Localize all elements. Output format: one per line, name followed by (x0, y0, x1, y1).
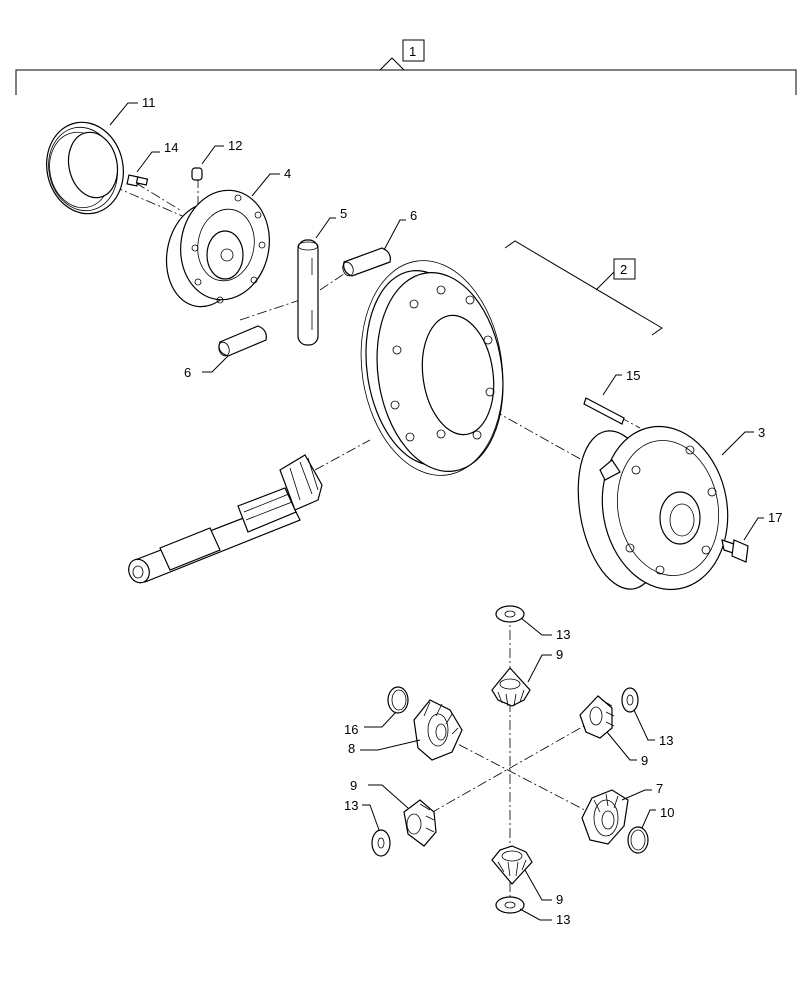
callout-6-lower: 6 (184, 365, 191, 380)
dowel-pin (191, 167, 203, 181)
side-gear-right (581, 789, 629, 845)
spring-pin (583, 397, 625, 425)
callout-13-top: 13 (556, 627, 570, 642)
callout-4: 4 (284, 166, 291, 181)
pinion-gear-bottom (491, 845, 533, 885)
assembly-bracket: 1 (15, 39, 797, 95)
callout-13-right: 13 (659, 733, 673, 748)
callout-2: 2 (620, 262, 627, 277)
pinion-gear-right (579, 695, 615, 739)
callout-6-upper: 6 (410, 208, 417, 223)
callout-5: 5 (340, 206, 347, 221)
pinion-gear-left (403, 799, 437, 847)
short-shaft-lower (218, 325, 267, 357)
callout-13-bottom: 13 (556, 912, 570, 927)
callout-9-top: 9 (556, 647, 563, 662)
callout-1: 1 (409, 44, 416, 59)
case-half (165, 189, 270, 308)
callout-10: 10 (660, 805, 674, 820)
thrust-washer-bottom (495, 896, 525, 914)
callout-9-bottom: 9 (556, 892, 563, 907)
ring-gear (360, 260, 504, 476)
side-gear-washer (387, 686, 409, 714)
side-gear-washer-right (627, 826, 649, 854)
subassembly-bracket: 2 (504, 240, 663, 336)
case-bolt (721, 539, 749, 563)
bolt-small (126, 174, 149, 187)
callout-14: 14 (164, 140, 178, 155)
pinion-shaft (128, 454, 323, 584)
seal-ring (46, 121, 124, 215)
thrust-washer-right (621, 687, 639, 713)
callout-8: 8 (348, 741, 355, 756)
thrust-washer-left (371, 829, 391, 857)
callout-7: 7 (656, 781, 663, 796)
short-shaft-upper (342, 247, 391, 277)
callout-9-left: 9 (350, 778, 357, 793)
callout-15: 15 (626, 368, 640, 383)
cross-shaft (297, 239, 319, 346)
callout-11: 11 (142, 95, 156, 110)
callout-13-left: 13 (344, 798, 358, 813)
callout-17: 17 (768, 510, 782, 525)
differential-case (577, 425, 729, 591)
callout-12: 12 (228, 138, 242, 153)
callout-3: 3 (758, 425, 765, 440)
thrust-washer-top (495, 605, 525, 623)
pinion-gear-top (491, 667, 531, 707)
callout-16: 16 (344, 722, 358, 737)
callout-9-right: 9 (641, 753, 648, 768)
side-gear-left (413, 699, 463, 761)
